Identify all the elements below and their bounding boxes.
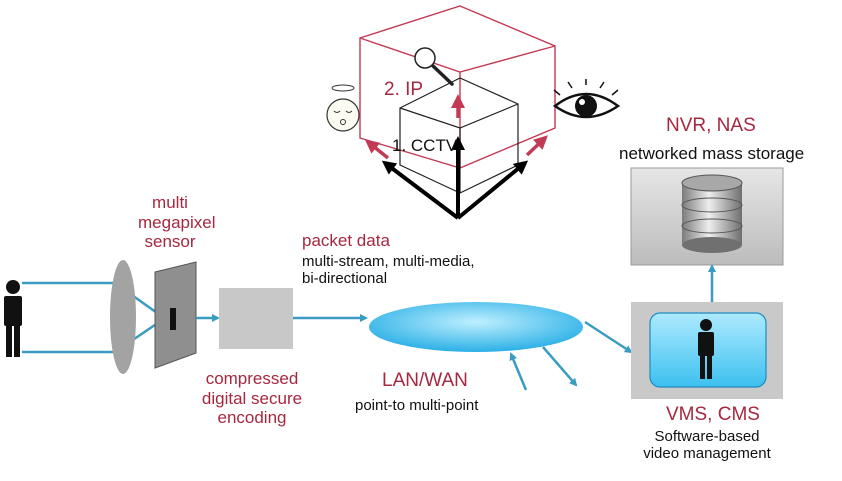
ip-red-arrows <box>364 94 548 160</box>
operator-person-icon <box>698 319 714 379</box>
network-arrows <box>509 320 633 391</box>
lan-wan-desc: point-to multi-point <box>355 397 479 414</box>
nvr-nas-title: NVR, NAS <box>666 115 756 136</box>
cctv-black-arrows <box>381 136 529 220</box>
storage-database-icon <box>681 174 743 253</box>
encoder-box-icon <box>219 288 293 349</box>
packet-data-title: packet data <box>302 231 390 250</box>
packet-data-desc: multi-stream, multi-media, bi-directiona… <box>302 253 475 288</box>
ip-label: 2. IP <box>384 79 424 100</box>
sensor-chip-icon <box>154 261 197 369</box>
lan-wan-title: LAN/WAN <box>382 370 468 391</box>
eye-icon <box>552 79 621 119</box>
encoding-label: compressed digital secure encoding <box>201 369 303 428</box>
light-rays <box>22 281 175 354</box>
nvr-nas-desc: networked mass storage <box>619 144 805 163</box>
network-cloud-icon <box>369 302 583 352</box>
magnifier-icon <box>414 47 454 86</box>
halo-face-icon <box>326 84 360 132</box>
sensor-label: multi megapixel sensor <box>138 193 216 252</box>
vms-cms-desc: Software-based video management <box>643 428 771 463</box>
person-icon <box>4 280 22 357</box>
cctv-label: 1. CCTV <box>392 136 458 155</box>
vms-cms-title: VMS, CMS <box>666 404 760 425</box>
lens-icon <box>110 260 136 374</box>
